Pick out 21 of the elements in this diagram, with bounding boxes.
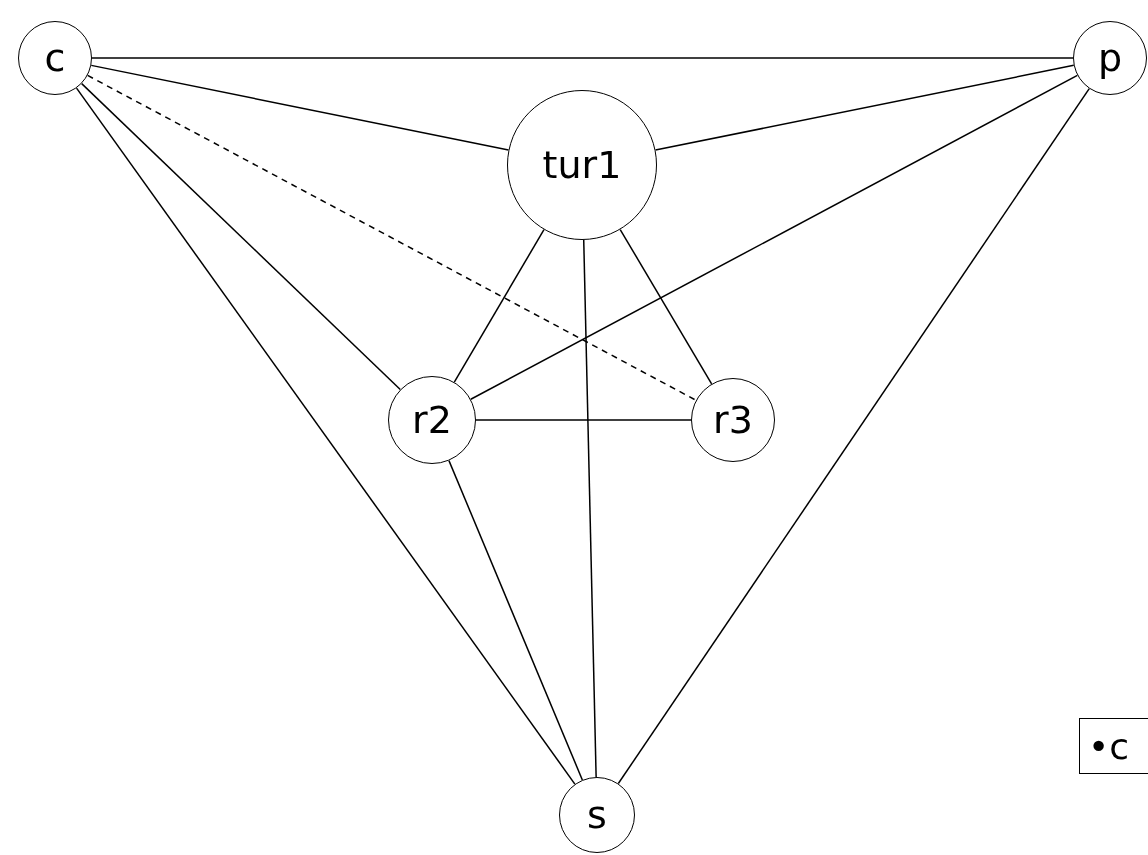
connector-line	[75, 87, 576, 785]
node-label: s	[587, 793, 607, 837]
connector-line	[619, 228, 713, 385]
connector-line	[617, 87, 1090, 785]
node-circle	[1073, 21, 1147, 95]
connector-line	[475, 419, 692, 421]
node-label: r2	[412, 398, 452, 442]
connector-line	[448, 459, 584, 781]
node-label: tur1	[542, 143, 622, 187]
note-box: •c	[1079, 718, 1148, 774]
connector-line	[90, 64, 510, 151]
connector-line	[453, 228, 545, 383]
connector-line	[91, 57, 1074, 59]
connector-line	[80, 82, 401, 391]
node-label: c	[44, 36, 66, 80]
connector-line	[470, 74, 1079, 401]
connector-line	[583, 239, 597, 778]
connector-line	[86, 74, 697, 401]
connector-line	[654, 64, 1075, 151]
node-label: r3	[713, 398, 753, 442]
node-label: p	[1097, 36, 1123, 80]
